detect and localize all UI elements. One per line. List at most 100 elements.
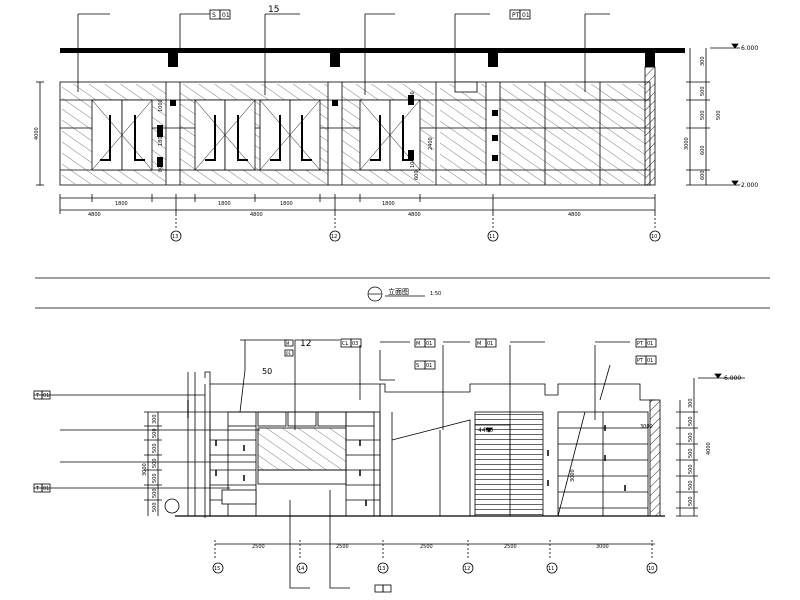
height-dim: 4000 bbox=[34, 127, 40, 140]
left-dim: 300 bbox=[152, 414, 158, 424]
tag-number: 01 bbox=[647, 358, 653, 364]
bottom-dim: 2500 bbox=[504, 544, 517, 550]
left-dim: 500 bbox=[152, 443, 158, 453]
feature-panel bbox=[257, 427, 347, 471]
axis-label: 10 bbox=[648, 566, 654, 572]
door bbox=[359, 99, 391, 171]
right-dim: 500 bbox=[688, 480, 694, 490]
upper-labels: 15 S 01 PT 01 6.000 2.000 4000 500 500 6… bbox=[34, 5, 758, 240]
door bbox=[259, 99, 291, 171]
left-dim: 500 bbox=[152, 428, 158, 438]
top-label: 12 bbox=[300, 339, 311, 349]
tag-number: 01 bbox=[647, 341, 653, 347]
bottom-dim: 3000 bbox=[596, 544, 609, 550]
axis-label: 13 bbox=[172, 234, 178, 240]
right-dim: 500 bbox=[688, 496, 694, 506]
door bbox=[389, 99, 421, 171]
door-dim: 1000 bbox=[410, 155, 416, 168]
right-dim: 500 bbox=[688, 464, 694, 474]
axis-label: 14 bbox=[298, 566, 304, 572]
tag-code: PT bbox=[637, 358, 644, 364]
tag-number: 01 bbox=[522, 12, 530, 19]
ceiling-profile bbox=[204, 371, 655, 401]
axis-label: 15 bbox=[214, 566, 220, 572]
left-dim: 500 bbox=[152, 502, 158, 512]
door bbox=[224, 99, 256, 171]
height-dim: 500 bbox=[716, 110, 722, 120]
left-dim: 500 bbox=[152, 473, 158, 483]
level-mark: 6.000 bbox=[741, 45, 758, 52]
height-dim: 3000 bbox=[684, 137, 690, 150]
door bbox=[194, 99, 226, 171]
upper-elevation bbox=[36, 9, 740, 242]
right-dim: 500 bbox=[688, 448, 694, 458]
brick-wall bbox=[644, 66, 656, 186]
tag-code: S bbox=[416, 363, 419, 369]
column-stub bbox=[330, 53, 340, 67]
door-dim: 600 bbox=[414, 170, 420, 180]
tag-number: 01 bbox=[286, 351, 292, 356]
lower-labels: 12 CL 03 50 M 01 S 01 M 01 PT 01 PT 01 M… bbox=[35, 339, 741, 572]
section-scale: 1:50 bbox=[430, 291, 441, 297]
center-dim: 3000 bbox=[570, 469, 576, 482]
tag-number: 03 bbox=[352, 341, 358, 347]
right-dim: 300 bbox=[688, 398, 694, 408]
bottom-dim: 4800 bbox=[568, 212, 581, 218]
tag-code: M bbox=[286, 341, 290, 346]
section-title-band bbox=[35, 277, 770, 309]
bottom-dim: 1800 bbox=[280, 201, 293, 207]
top-label: 15 bbox=[268, 5, 279, 15]
height-dim: 600 bbox=[700, 145, 706, 155]
axis-label: 12 bbox=[331, 234, 337, 240]
left-tag: 01 bbox=[43, 486, 49, 492]
lower-elevation bbox=[33, 338, 745, 593]
tag-code: PT bbox=[637, 341, 644, 347]
door-dim: 1800 bbox=[158, 133, 164, 146]
height-dim: 300 bbox=[700, 56, 706, 66]
tag-number: 01 bbox=[222, 12, 230, 19]
left-dim: 500 bbox=[152, 488, 158, 498]
tag-number: 01 bbox=[487, 341, 493, 347]
height-dim: 500 bbox=[700, 110, 706, 120]
left-dim: 500 bbox=[152, 458, 158, 468]
level-mark: 6.000 bbox=[724, 375, 741, 382]
ceiling-slab bbox=[60, 48, 685, 53]
door bbox=[91, 99, 123, 171]
left-tag: T bbox=[35, 393, 40, 399]
axis-label: 12 bbox=[464, 566, 470, 572]
column-stub bbox=[488, 53, 498, 67]
brick-wall bbox=[649, 399, 661, 517]
bottom-dim: 4800 bbox=[408, 212, 421, 218]
column-stub bbox=[168, 53, 178, 67]
center-dim: 3000 bbox=[640, 424, 653, 430]
bottom-dim: 2500 bbox=[252, 544, 265, 550]
tag-code: S bbox=[212, 12, 216, 19]
axis-label: 11 bbox=[489, 234, 495, 240]
bottom-dim: 4800 bbox=[250, 212, 263, 218]
level-mark: 2.000 bbox=[741, 182, 758, 189]
right-dim: 500 bbox=[688, 416, 694, 426]
bottom-dim: 4800 bbox=[88, 212, 101, 218]
door-dim: 1000 bbox=[158, 99, 164, 112]
bottom-dim: 2500 bbox=[420, 544, 433, 550]
tag-code: M bbox=[477, 341, 481, 347]
tag-code: M bbox=[416, 341, 420, 347]
bottom-dim: 2500 bbox=[336, 544, 349, 550]
door-dim: 2400 bbox=[428, 137, 434, 150]
top-label: 50 bbox=[262, 367, 272, 376]
bottom-dim: 1800 bbox=[382, 201, 395, 207]
door bbox=[289, 99, 321, 171]
right-dim: 4000 bbox=[706, 442, 712, 455]
door bbox=[121, 99, 153, 171]
stair-mark: 4400 bbox=[478, 427, 493, 434]
height-dim: 600 bbox=[700, 170, 706, 180]
tag-number: 01 bbox=[426, 341, 432, 347]
left-dim: 3000 bbox=[142, 463, 148, 476]
height-dim: 500 bbox=[700, 86, 706, 96]
left-tag: T bbox=[35, 486, 40, 492]
tag-code: CL bbox=[342, 341, 348, 347]
axis-label: 10 bbox=[651, 234, 657, 240]
bottom-dim: 1800 bbox=[218, 201, 231, 207]
axis-label: 13 bbox=[379, 566, 385, 572]
